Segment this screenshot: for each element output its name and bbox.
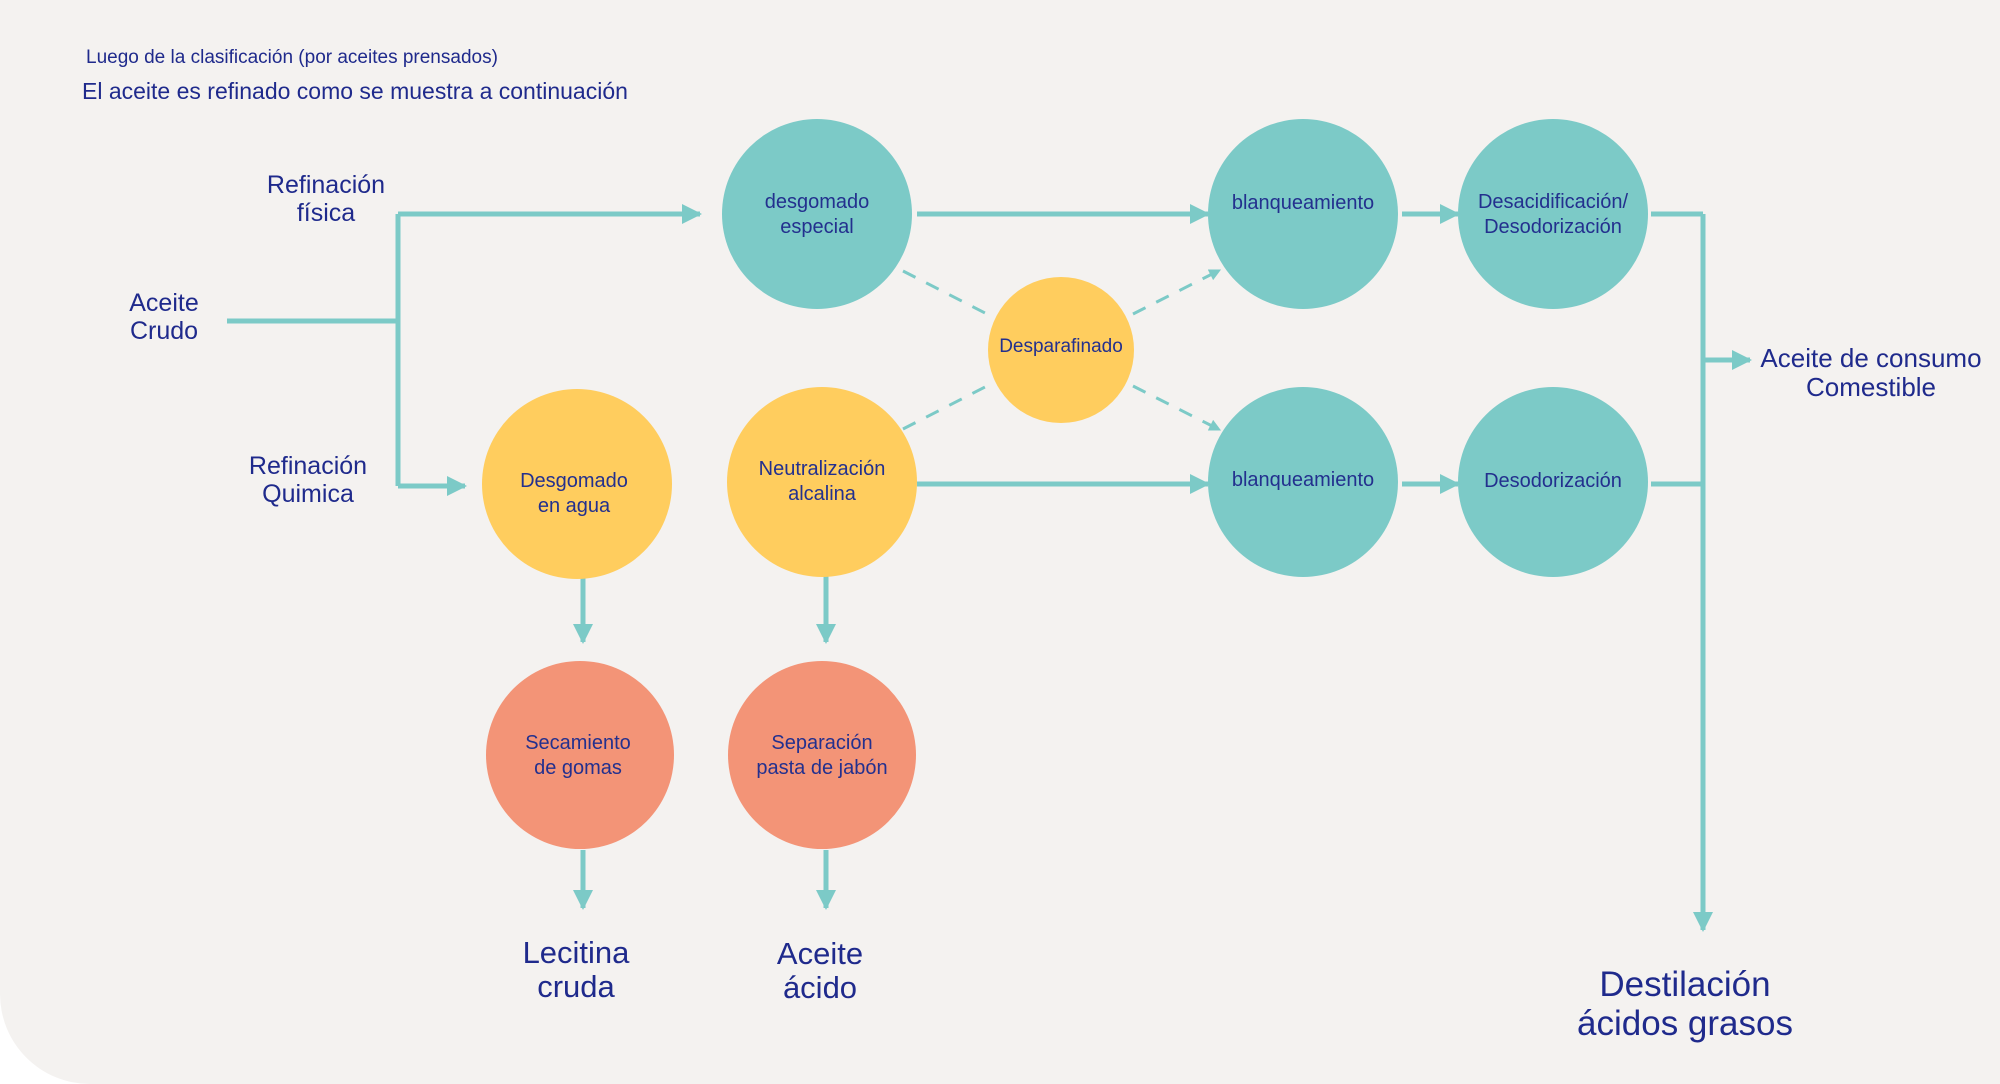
bleaching-bottom-label: blanqueamiento (1231, 469, 1375, 491)
deacid-deodor-node (1458, 119, 1648, 309)
gum-drying-label: Secamiento de gomas (525, 732, 631, 779)
crude-oil-label: Aceite Crudo (129, 289, 199, 345)
deodorization-node (1458, 387, 1648, 577)
diagram-subtitle: Luego de la clasificación (por aceites p… (86, 47, 498, 68)
acid-oil-label: Aceite ácido (776, 936, 864, 1006)
special-degumming-node (722, 119, 912, 309)
fatty-acid-distillation-label: Destilación ácidos grasos (1577, 965, 1793, 1043)
dewaxing-node (988, 277, 1134, 423)
physical-refining-label: Refinación física (266, 171, 386, 227)
dashed-dewaxing-to-bleaching-bottom (1132, 384, 1222, 432)
edible-oil-label: Aceite de consumo Comestible (1760, 343, 1982, 402)
bleaching-top-node (1208, 119, 1398, 309)
gum-drying-node (486, 661, 674, 849)
water-degumming-node (482, 389, 672, 579)
bleaching-top-label: blanqueamiento (1231, 192, 1375, 214)
diagram-title: El aceite es refinado como se muestra a … (82, 78, 628, 104)
alkali-neutralization-label: Neutralización alcalina (758, 458, 886, 505)
crude-lecithin-label: Lecitina cruda (522, 935, 630, 1005)
dashed-dewaxing-to-bleaching-top (1132, 268, 1222, 316)
soapstock-separation-label: Separación pasta de jabón (756, 732, 888, 779)
dashed-neutralization-to-dewaxing (902, 384, 988, 431)
dashed-special-to-dewaxing (902, 269, 988, 316)
deacid-deodor-label: Desacidificación/ Desodorización (1477, 191, 1629, 238)
special-degumming-label: desgomado especial (764, 191, 870, 238)
soapstock-separation-node (728, 661, 916, 849)
dewaxing-label: Desparafinado (999, 336, 1123, 357)
alkali-neutralization-node (727, 387, 917, 577)
deodorization-label: Desodorización (1484, 470, 1622, 492)
water-degumming-label: Desgomado en agua (520, 470, 628, 517)
bleaching-bottom-node (1208, 387, 1398, 577)
chemical-refining-label: Refinación Quimica (248, 452, 368, 508)
